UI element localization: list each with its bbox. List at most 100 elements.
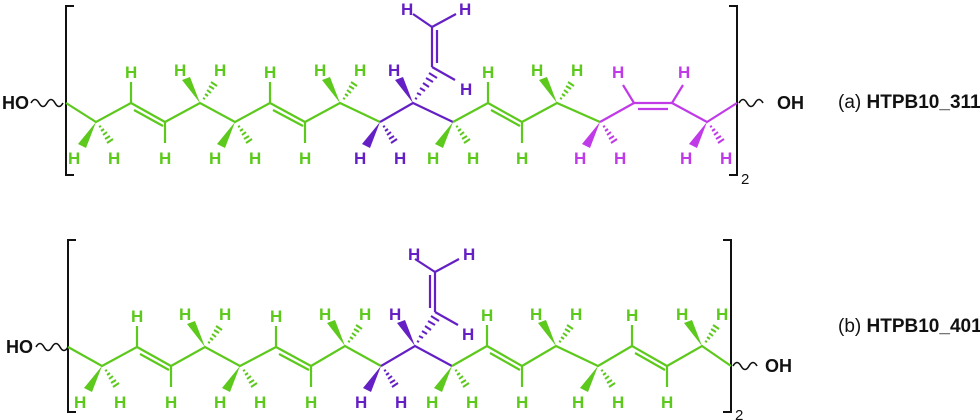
wavy-bond-right-a (738, 98, 764, 108)
right-terminal-a: OH (777, 93, 804, 113)
svg-text:H: H (305, 393, 317, 412)
svg-text:H: H (574, 149, 586, 168)
trans-14-units-a2 (452, 82, 601, 143)
svg-text:H: H (299, 149, 311, 168)
structure-b: 2 HO OH (6, 239, 980, 420)
structure-a: 2 HO OH (2, 0, 980, 188)
svg-text:H: H (463, 245, 475, 264)
wedge-bond (84, 366, 102, 392)
svg-text:H: H (355, 393, 367, 412)
wedge-bond (322, 77, 340, 103)
hash-bond (202, 81, 218, 100)
hash-bond (342, 81, 358, 100)
svg-text:H: H (680, 149, 692, 168)
svg-text:H: H (114, 393, 126, 412)
svg-text:H: H (388, 61, 400, 80)
svg-text:H: H (516, 149, 528, 168)
svg-text:H: H (359, 305, 371, 324)
svg-text:H: H (179, 305, 191, 324)
svg-text:H: H (530, 305, 542, 324)
structure-label-a: (a) HTPB10_311 (838, 92, 980, 113)
wavy-bond-right-b (732, 361, 758, 371)
svg-text:H: H (354, 149, 366, 168)
hash-bond (237, 125, 253, 144)
svg-text:H: H (401, 0, 413, 19)
hash-bond (602, 125, 618, 144)
wavy-bond-left-a (30, 98, 64, 108)
svg-text:H: H (572, 393, 584, 412)
hash-bond (104, 369, 120, 388)
svg-text:H: H (531, 61, 543, 80)
svg-text:H: H (74, 393, 86, 412)
svg-text:H: H (466, 393, 478, 412)
svg-text:H: H (614, 149, 626, 168)
trans-14-units-b1 (67, 326, 382, 387)
svg-text:H: H (716, 305, 728, 324)
svg-text:H: H (570, 305, 582, 324)
svg-text:H: H (209, 149, 221, 168)
svg-text:H: H (254, 393, 266, 412)
wedge-bond (689, 122, 707, 148)
wedge-bond (538, 320, 556, 346)
svg-text:H: H (165, 393, 177, 412)
wedge-bond (362, 122, 380, 148)
svg-text:H: H (661, 393, 673, 412)
structure-label-b: (b) HTPB10_401 (838, 316, 980, 337)
svg-text:H: H (481, 306, 493, 325)
repeat-subscript-b: 2 (735, 407, 743, 420)
wedge-bond (684, 320, 702, 346)
repeat-subscript-a: 2 (741, 171, 749, 188)
hash-bond (709, 125, 725, 144)
wedge-bond (187, 321, 205, 347)
svg-text:H: H (389, 305, 401, 324)
svg-text:H: H (68, 149, 80, 168)
hash-bond (98, 125, 114, 144)
wedge-bond (217, 122, 235, 148)
left-bracket-b (67, 239, 76, 413)
svg-text:H: H (571, 61, 583, 80)
svg-text:H: H (174, 61, 186, 80)
cis-14-unit-a (599, 84, 738, 124)
svg-text:H: H (319, 305, 331, 324)
vinyl-12-unit-b (380, 258, 460, 367)
svg-text:H: H (108, 149, 120, 168)
wedge-bond (397, 320, 415, 346)
trans-14-units-b2 (451, 325, 732, 387)
wedge-bond (78, 122, 96, 148)
wedge-bond (582, 122, 600, 148)
wavy-bond-left-b (35, 342, 69, 352)
svg-text:H: H (426, 393, 438, 412)
svg-text:H: H (270, 307, 282, 326)
hash-bond (559, 81, 575, 100)
svg-text:H: H (354, 61, 366, 80)
svg-text:H: H (467, 149, 479, 168)
svg-text:H: H (394, 149, 406, 168)
svg-text:H: H (125, 63, 137, 82)
wedge-bond (435, 122, 453, 148)
svg-text:H: H (131, 307, 143, 326)
svg-text:H: H (460, 80, 472, 99)
hash-bond (416, 315, 440, 343)
svg-text:H: H (482, 63, 494, 82)
right-bracket-b (723, 239, 732, 413)
svg-text:H: H (249, 149, 261, 168)
svg-text:H: H (159, 149, 171, 168)
svg-text:H: H (612, 63, 624, 82)
wedge-bond (434, 366, 452, 392)
wedge-bond (363, 366, 381, 392)
svg-text:H: H (676, 305, 688, 324)
right-terminal-b: OH (765, 356, 792, 376)
hash-bond (414, 72, 438, 100)
svg-text:H: H (214, 61, 226, 80)
hash-bond (347, 324, 363, 343)
wedge-bond (580, 366, 598, 392)
wedge-bond (395, 77, 413, 103)
hash-bond (383, 369, 399, 388)
svg-text:H: H (462, 325, 474, 344)
left-bracket-a (65, 5, 74, 176)
svg-text:H: H (612, 393, 624, 412)
svg-text:H: H (626, 306, 638, 325)
hash-bond (207, 325, 223, 344)
